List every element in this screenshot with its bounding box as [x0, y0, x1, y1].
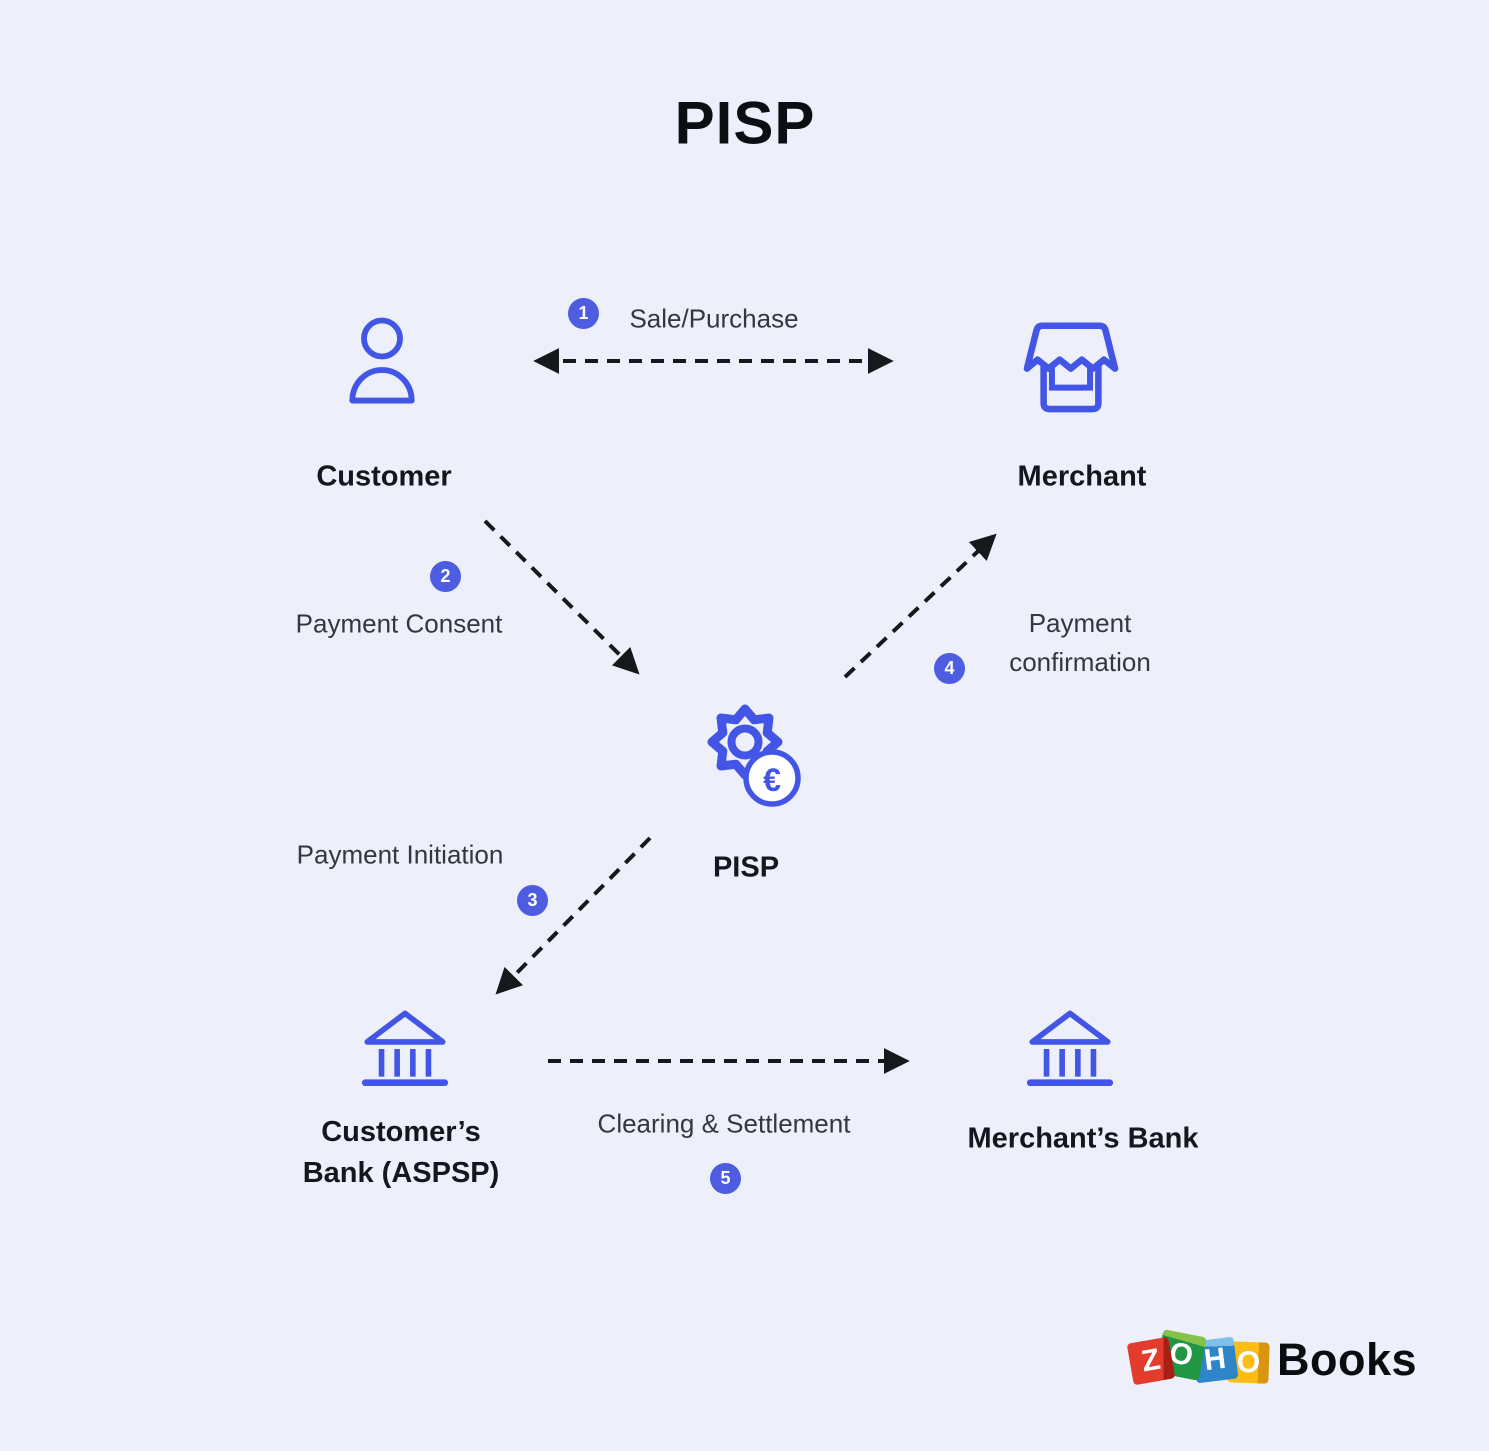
step-badge-1: 1	[568, 298, 599, 329]
arrow-payment-consent	[483, 519, 640, 675]
merchants-bank-label: Merchant’s Bank	[967, 1122, 1199, 1155]
zoho-logo-block-z: Z	[1126, 1336, 1176, 1386]
zoho-books-product-name: Books	[1277, 1334, 1418, 1385]
person-icon	[349, 317, 415, 404]
arrow-payment-confirmation	[843, 533, 997, 679]
step-label-payment-confirmation-line1: Payment	[1028, 608, 1132, 638]
customers-bank-label-line2: Bank (ASPSP)	[302, 1157, 500, 1189]
step-badge-5: 5	[710, 1163, 741, 1194]
step-label-payment-confirmation-line2: confirmation	[1009, 647, 1151, 677]
pisp-label: PISP	[712, 851, 780, 884]
arrow-payment-initiation	[495, 836, 652, 995]
step-label-payment-confirmation: Payment confirmation	[1009, 604, 1151, 682]
bank-icon	[361, 1010, 449, 1087]
euro-symbol: €	[763, 762, 781, 798]
step-label-clearing-settlement: Clearing & Settlement	[597, 1108, 851, 1139]
gear-euro-icon: €	[707, 704, 801, 807]
customers-bank-label: Customer’s Bank (ASPSP)	[241, 1112, 561, 1194]
storefront-icon	[1023, 322, 1119, 413]
bank-icon	[1026, 1010, 1114, 1087]
step-label-sale-purchase: Sale/Purchase	[629, 303, 799, 334]
zoho-books-logo: Z O H O Books	[1126, 1329, 1417, 1389]
step-badge-3: 3	[517, 885, 548, 916]
step-badge-4: 4	[934, 653, 965, 684]
step-badge-2: 2	[430, 561, 461, 592]
customer-label: Customer	[316, 460, 452, 493]
customers-bank-label-line1: Customer’s	[321, 1116, 481, 1148]
page-title: PISP	[674, 89, 816, 157]
merchant-label: Merchant	[1017, 460, 1147, 493]
step-label-payment-initiation: Payment Initiation	[296, 839, 504, 870]
step-label-payment-consent: Payment Consent	[295, 608, 503, 639]
